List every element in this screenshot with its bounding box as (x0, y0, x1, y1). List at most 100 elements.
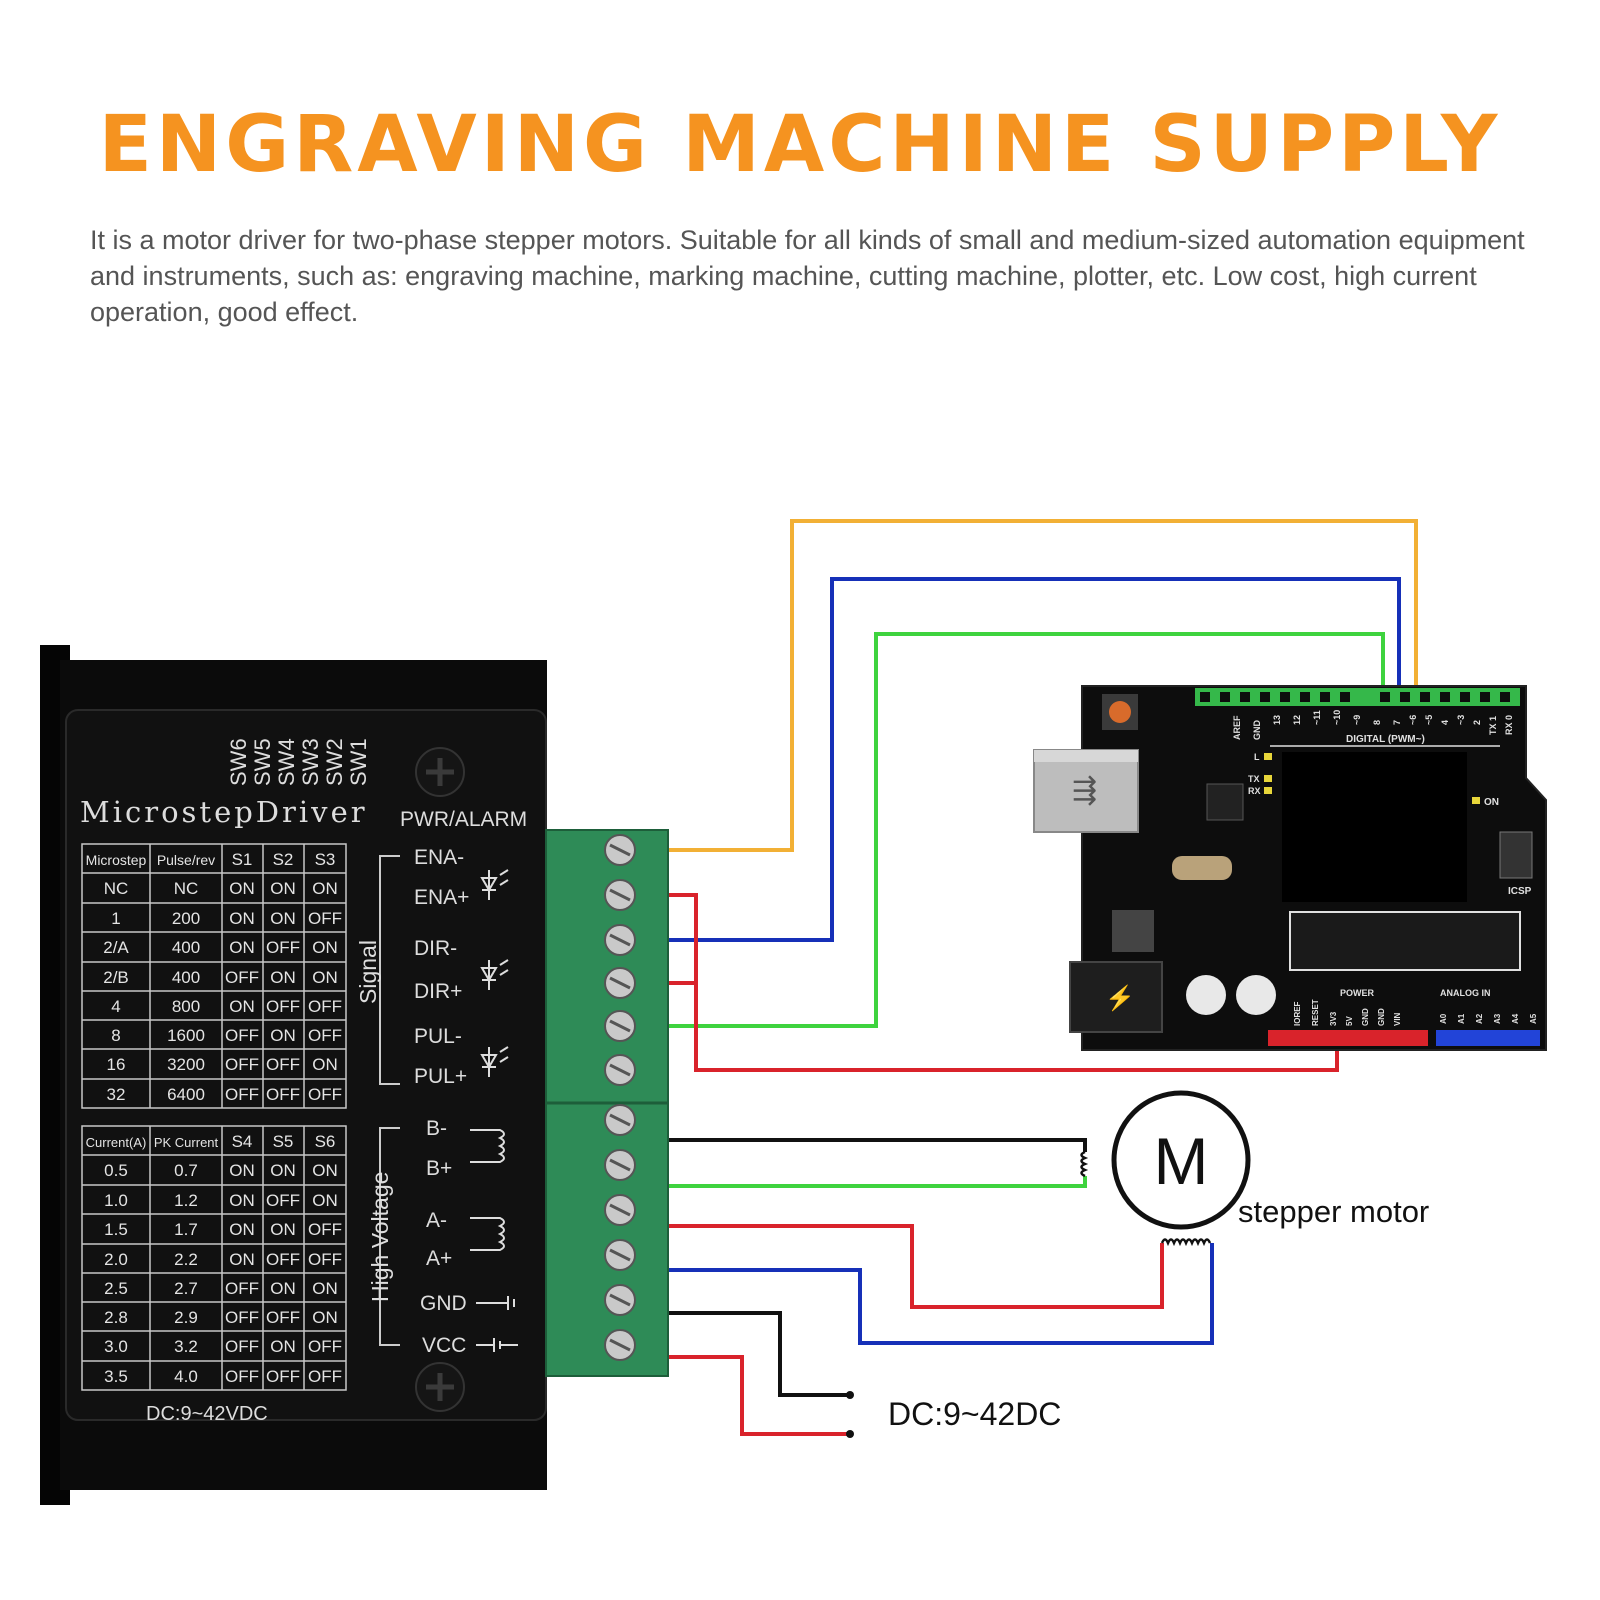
terminal-brackets (379, 855, 400, 1346)
table-cell: ON (312, 1161, 338, 1180)
table-cell: OFF (308, 909, 342, 928)
signal-wires (650, 519, 1418, 1072)
wire-a-minus (650, 1224, 1164, 1309)
table-cell: 2/B (103, 968, 129, 987)
table-cell: 2.0 (104, 1250, 128, 1269)
signal-label: Signal (355, 940, 381, 1004)
wire-b-plus (650, 1176, 1087, 1188)
table-cell: OFF (225, 1085, 259, 1104)
pin-label: A2 (1475, 1013, 1484, 1024)
table-cell: 3.5 (104, 1367, 128, 1386)
crystal (1172, 856, 1232, 880)
screw-cross-top (426, 758, 454, 786)
switch-label: SW4 (274, 738, 299, 786)
table-header: S4 (232, 1132, 253, 1151)
page-title: ENGRAVING MACHINE SUPPLY (98, 100, 1502, 190)
pin-label: RX 0 (1504, 715, 1514, 735)
switch-label: SW3 (298, 738, 323, 786)
table-cell: OFF (308, 1026, 342, 1045)
microcontroller-board: ⇶ ⚡ AREF GND 13 12 ~11 ~10 ~9 8 7 (1033, 685, 1547, 1051)
table-cell: 400 (172, 938, 200, 957)
table-cell: OFF (225, 1308, 259, 1327)
table-header: PK Current (154, 1135, 219, 1150)
wire-a-plus (650, 1243, 1214, 1345)
terminal-label: A- (426, 1209, 447, 1232)
table-cell: ON (229, 997, 255, 1016)
power-pin-labels: IOREF RESET 3V3 5V GND GND VIN (1293, 999, 1402, 1026)
pin-label: GND (1252, 720, 1262, 741)
table-cell: OFF (308, 1250, 342, 1269)
pwr-alarm-label: PWR/ALARM (400, 808, 527, 831)
power-label: POWER (1340, 988, 1375, 998)
terminal-label: DIR- (414, 937, 457, 960)
optocoupler-icon (480, 869, 509, 1077)
wire-b-minus (650, 1138, 1087, 1152)
table-cell: ON (312, 1279, 338, 1298)
terminal-label: PUL- (414, 1025, 462, 1048)
power-jack-icon: ⚡ (1105, 984, 1135, 1012)
product-description: It is a motor driver for two-phase stepp… (90, 225, 1525, 327)
digital-label: DIGITAL (PWM~) (1346, 734, 1425, 745)
high-voltage-label: High Voltage (367, 1172, 393, 1302)
pin-label: ~10 (1332, 710, 1342, 725)
on-label: ON (1484, 797, 1499, 808)
capacitor-2 (1236, 975, 1276, 1015)
usb-chip (1206, 783, 1244, 821)
terminal-label: A+ (426, 1247, 452, 1270)
atmega-chip (1289, 911, 1521, 971)
high-voltage-bracket (379, 1127, 400, 1346)
pin-label: 3V3 (1329, 1011, 1338, 1026)
motor-wires (650, 1138, 1214, 1438)
table-cell: ON (312, 1308, 338, 1327)
pin-label: 13 (1272, 715, 1282, 725)
analog-pin-labels: A0 A1 A2 A3 A4 A5 (1439, 1013, 1538, 1024)
table-cell: 2.7 (174, 1279, 198, 1298)
pin-label: A3 (1493, 1013, 1502, 1024)
table-cell: ON (229, 1250, 255, 1269)
table-cell: ON (270, 968, 296, 987)
table-cell: ON (270, 1337, 296, 1356)
pin-label: GND (1377, 1008, 1386, 1026)
led-label: L (1254, 752, 1260, 762)
table-cell: ON (270, 1279, 296, 1298)
table-header: S2 (273, 850, 294, 869)
table-cell: OFF (308, 1367, 342, 1386)
table-cell: 2.2 (174, 1250, 198, 1269)
switch-label: SW1 (346, 738, 371, 786)
terminal-block (545, 829, 669, 1377)
table-cell: ON (229, 1220, 255, 1239)
table-cell: OFF (308, 1337, 342, 1356)
coil-icon (470, 1129, 505, 1251)
table-cell: 1.2 (174, 1191, 198, 1210)
table-cell: ON (312, 1191, 338, 1210)
table-header: S6 (315, 1132, 336, 1151)
table-cell: OFF (308, 1220, 342, 1239)
terminal-label: VCC (422, 1334, 466, 1357)
signal-terminal-labels: ENA- ENA+ DIR- DIR+ PUL- PUL+ (414, 846, 469, 1088)
terminal-label: B+ (426, 1157, 452, 1180)
pin-label: A5 (1529, 1013, 1538, 1024)
pin-label: 7 (1392, 720, 1402, 725)
pin-label: ~6 (1408, 715, 1418, 725)
table-cell: ON (312, 1055, 338, 1074)
motor-circle (1111, 1090, 1251, 1230)
table-cell: OFF (266, 1085, 300, 1104)
table-cell: NC (104, 879, 129, 898)
microstep-driver: SW6 SW5 SW4 SW3 SW2 SW1 MicrostepDriver … (40, 645, 547, 1505)
table-cell: 200 (172, 909, 200, 928)
current-table-text: Current(A) PK Current S4 S5 S6 0.5 0.7 O… (86, 1132, 342, 1386)
signal-bracket (379, 855, 400, 1085)
digital-header (1195, 688, 1520, 706)
microstep-table-text: Microstep Pulse/rev S1 S2 S3 NC NC ON ON… (86, 850, 342, 1104)
pin-label: A4 (1511, 1013, 1520, 1024)
table-cell: 2/A (103, 938, 129, 957)
wire-common-red (650, 893, 1339, 1072)
supply-terminal-pos (846, 1430, 854, 1438)
supply-terminal-neg (846, 1391, 854, 1399)
switch-labels: SW6 SW5 SW4 SW3 SW2 SW1 (226, 738, 371, 786)
led-label: RX (1248, 786, 1261, 796)
supply-symbol-icon (476, 1296, 518, 1352)
switch-label: SW6 (226, 738, 251, 786)
table-cell: OFF (266, 1250, 300, 1269)
